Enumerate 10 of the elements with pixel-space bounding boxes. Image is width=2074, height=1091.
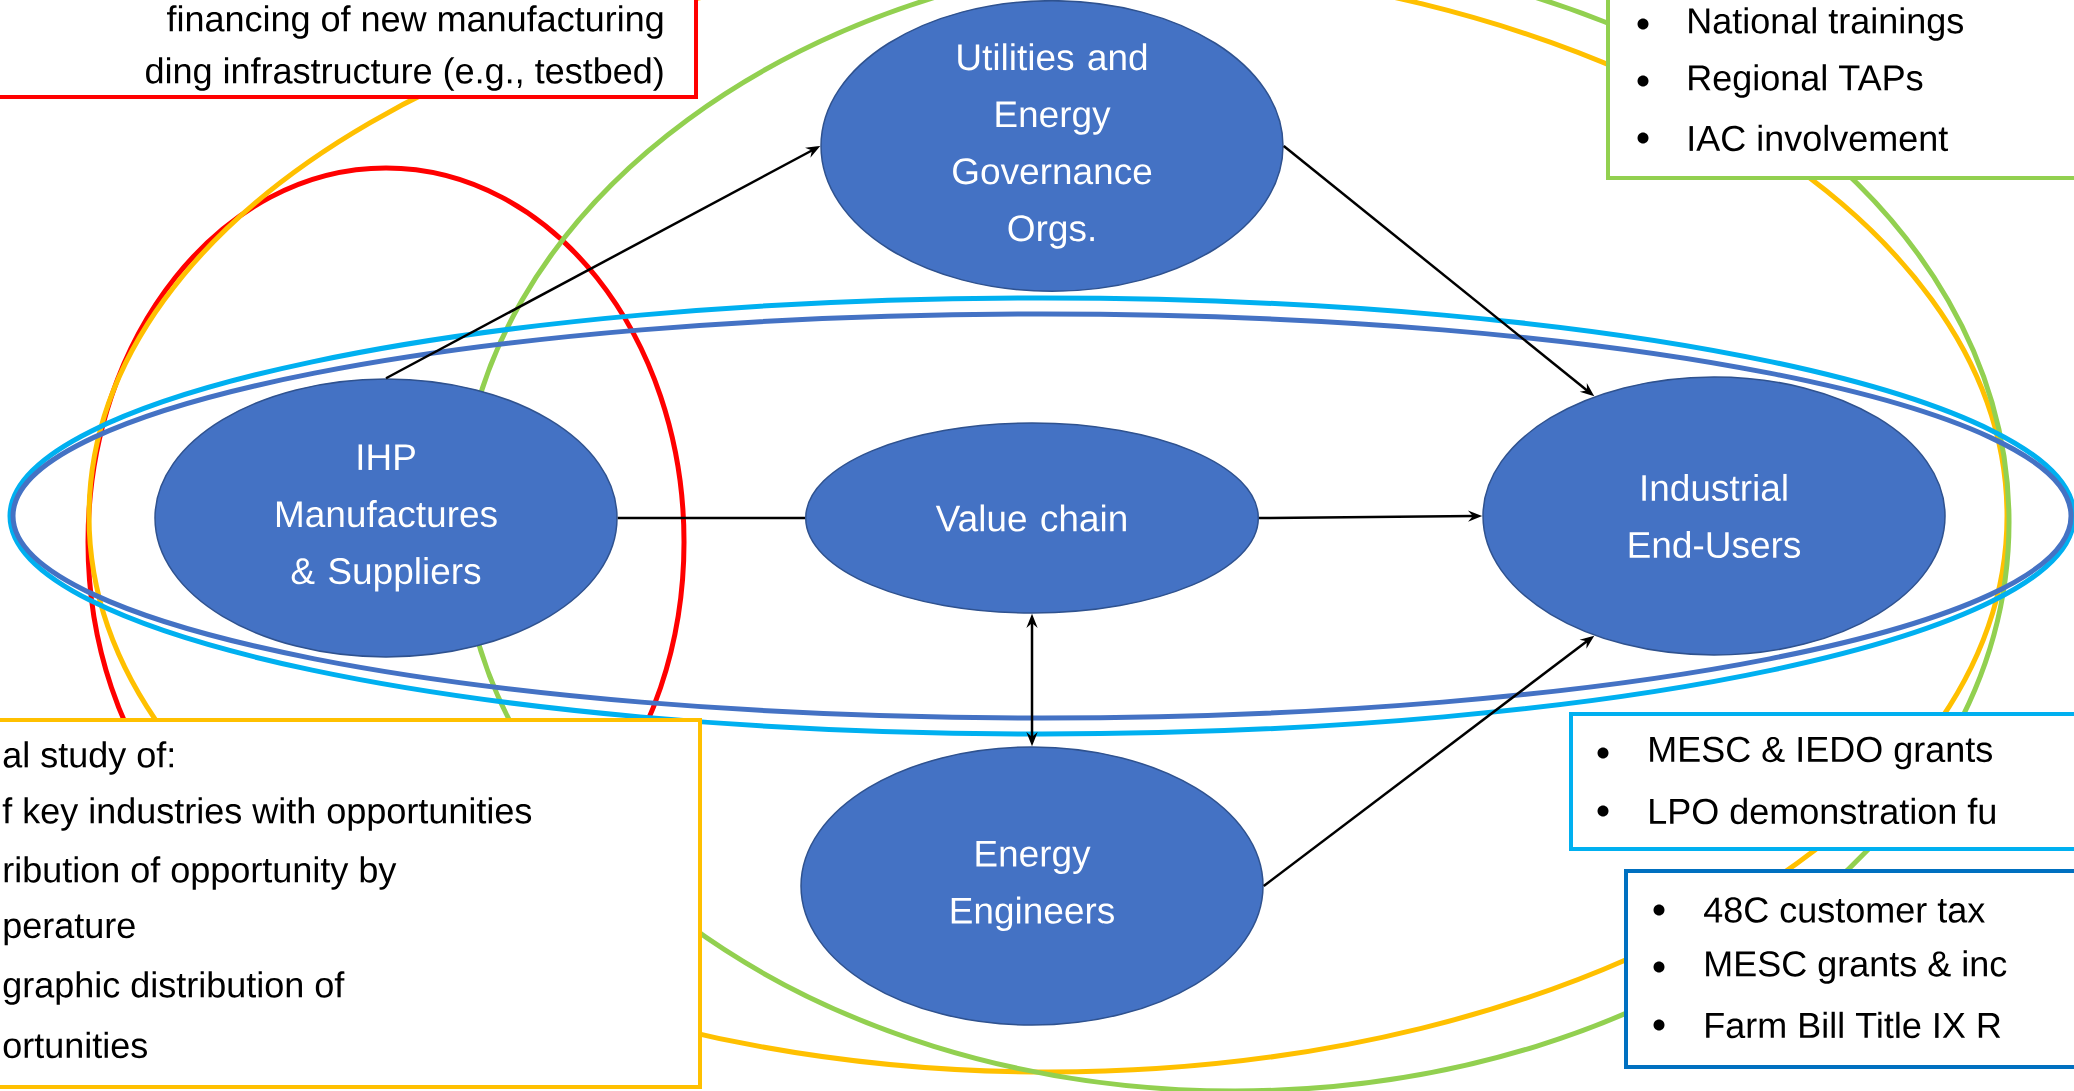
ellipse-node: Value chain (805, 422, 1260, 614)
bullet-list-box: 48C customer tax MESC grants & inc Farm Bill Title IX R (1624, 869, 2074, 1069)
ellipse-node: IHP Manufactures & Suppliers (154, 378, 618, 658)
ellipse-node: Utilities and Energy Governance Orgs. (820, 0, 1284, 293)
bullet-list-box: financing of new manufacturing ding infrastructure (e.g., testbed) (0, 0, 698, 99)
bullet-list-box: MESC & IEDO grants LPO demonstration fu (1569, 712, 2074, 851)
bullet-list-box: National trainings Regional TAPs IAC involvement (1606, 0, 2074, 180)
ellipse-node: Industrial End-Users (1482, 376, 1946, 656)
ellipse-node: Energy Engineers (800, 746, 1264, 1026)
bullet-list-box: al study of: f key industries with opportunities ribution of opportunity by perature graphic distribution of ortunities (0, 718, 702, 1089)
